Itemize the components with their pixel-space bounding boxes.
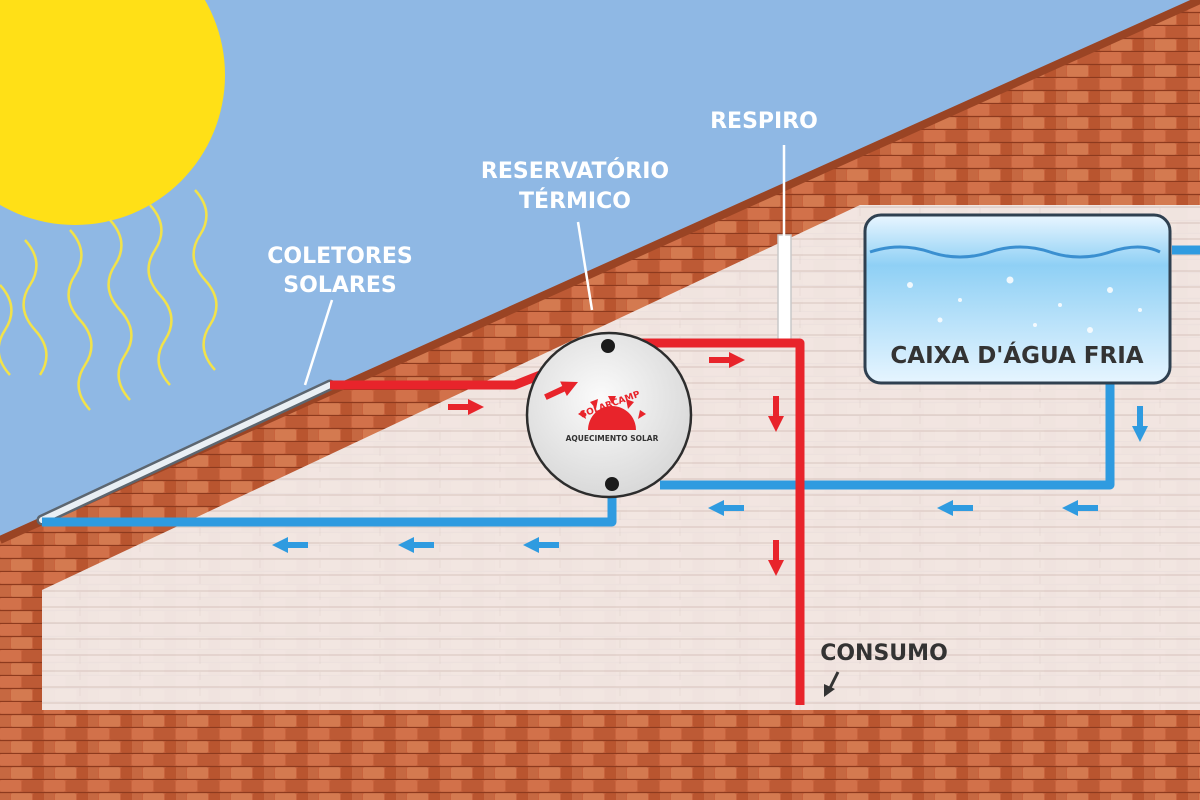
vent-pipe <box>777 234 792 341</box>
collectors-label-line1: COLETORES <box>267 244 412 269</box>
sun-rays <box>0 189 218 411</box>
consumption-label: CONSUMO <box>820 641 948 666</box>
reservoir-label-line1: RESERVATÓRIO <box>481 158 669 184</box>
thermal-tank-icon: SOLARCAMP AQUECIMENTO SOLAR <box>525 331 693 499</box>
vent-label: RESPIRO <box>710 109 818 134</box>
label-leaders <box>303 221 594 386</box>
reservoir-label-line2: TÉRMICO <box>519 188 631 214</box>
sun-logo-icon <box>578 396 646 430</box>
collectors-label-line2: SOLARES <box>283 273 396 298</box>
sun-icon <box>0 0 225 225</box>
diagram-labels: COLETORES SOLARES RESERVATÓRIO TÉRMICO R… <box>267 109 948 666</box>
water-tank-icon: CAIXA D'ÁGUA FRIA <box>863 213 1172 385</box>
tank-brand-tagline: AQUECIMENTO SOLAR <box>566 434 659 443</box>
cold-tank-label: CAIXA D'ÁGUA FRIA <box>890 341 1143 369</box>
consumption-pointer-icon <box>824 671 840 697</box>
solar-collector-icon <box>36 379 336 526</box>
